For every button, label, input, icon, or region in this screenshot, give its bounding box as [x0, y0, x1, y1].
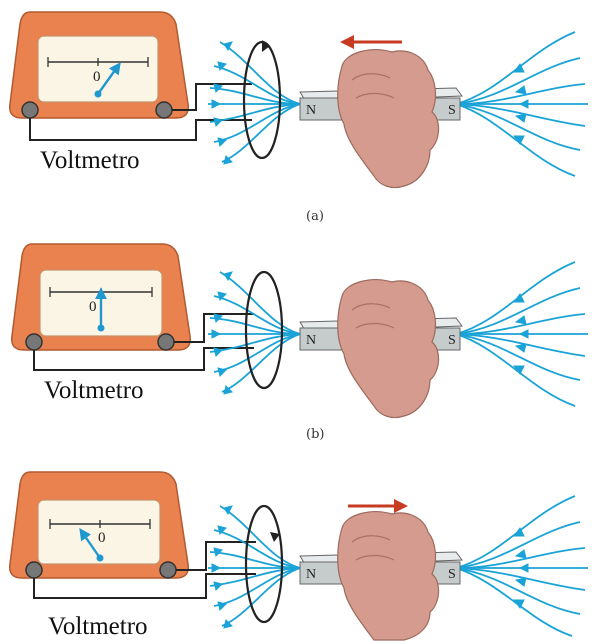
panel-caption: (b): [306, 427, 324, 442]
panel-caption: (a): [306, 209, 324, 224]
panel-a: 0 Voltmetro: [10, 12, 588, 224]
terminal-left: [26, 334, 42, 350]
terminal-right: [160, 562, 176, 578]
terminal-left: [22, 102, 38, 118]
hand: [338, 50, 439, 188]
south-pole-label: S: [448, 103, 456, 118]
voltmeter-label: Voltmetro: [44, 377, 144, 404]
meter-zero-label: 0: [93, 69, 101, 85]
meter-zero-label: 0: [89, 299, 97, 315]
panel-b: 0 Voltmetro: [12, 244, 588, 442]
panel-c: 0 Voltmetro: [10, 472, 588, 640]
terminal-right: [156, 102, 172, 118]
needle-pivot: [98, 325, 105, 332]
voltmeter: 0: [10, 12, 189, 118]
terminal-right: [158, 334, 174, 350]
voltmeter-label: Voltmetro: [40, 147, 140, 174]
south-pole-label: S: [448, 333, 456, 348]
north-pole-label: N: [306, 567, 316, 582]
coil-loop: [244, 42, 280, 158]
terminal-left: [26, 562, 42, 578]
voltmeter: 0: [12, 244, 191, 350]
field-lines-right: [456, 262, 588, 406]
needle-pivot: [95, 91, 102, 98]
coil-direction-arrow: [262, 40, 270, 52]
field-lines-right: [456, 496, 588, 636]
hand: [338, 280, 439, 418]
voltmeter-label: Voltmetro: [48, 613, 148, 640]
voltmeter: 0: [10, 472, 189, 578]
hand: [338, 512, 439, 640]
meter-zero-label: 0: [98, 530, 106, 546]
south-pole-label: S: [448, 567, 456, 582]
field-lines-right: [456, 32, 588, 176]
north-pole-label: N: [306, 333, 316, 348]
field-lines-left: [208, 42, 300, 164]
north-pole-label: N: [306, 103, 316, 118]
needle-pivot: [97, 555, 104, 562]
